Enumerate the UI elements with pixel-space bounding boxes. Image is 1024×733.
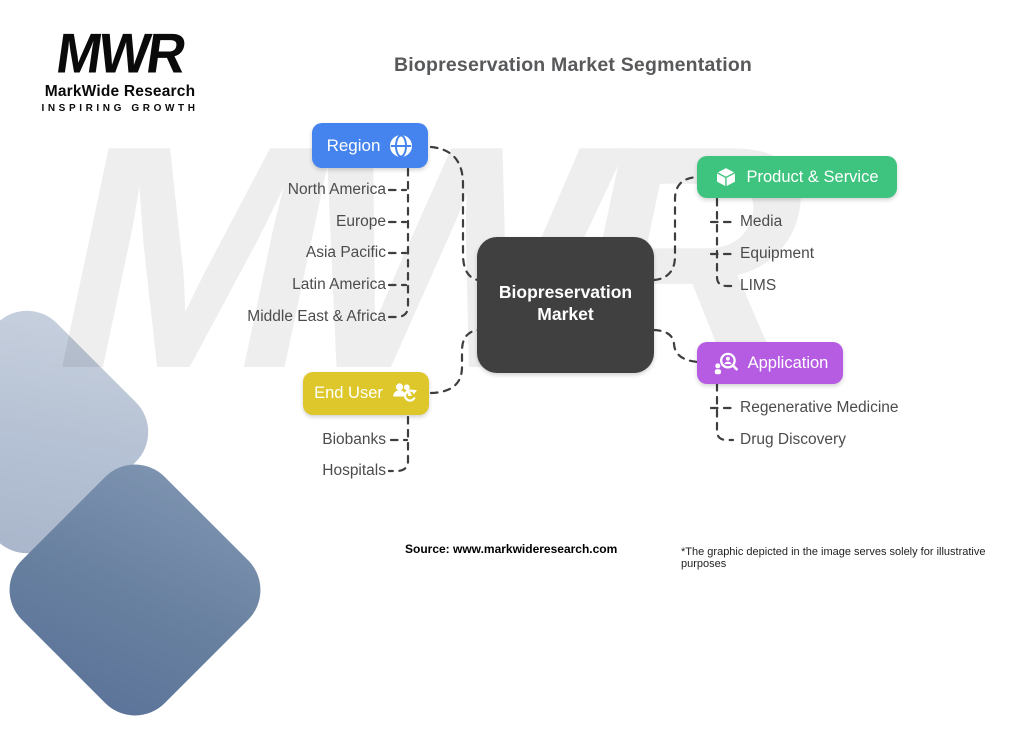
person-magnifier-icon xyxy=(714,352,738,374)
branch-node-region: Region xyxy=(312,123,428,168)
logo-company-name: MarkWide Research xyxy=(44,83,196,100)
source-text: Source: www.markwideresearch.com xyxy=(405,542,618,556)
connector-lines xyxy=(387,145,735,473)
product-item-media: Media xyxy=(740,213,783,230)
cube-icon xyxy=(715,166,738,188)
region-label: Region xyxy=(326,135,381,155)
central-node-label: Biopreservation Market xyxy=(498,282,633,324)
region-item-latin-america: Latin America xyxy=(292,276,386,293)
disclaimer-text: *The graphic depicted in the image serve… xyxy=(681,546,986,570)
application-label: Application xyxy=(747,353,829,372)
globe-icon xyxy=(390,134,413,157)
region-item-middle-east-africa: Middle East & Africa xyxy=(247,308,386,325)
product-service-label: Product & Service xyxy=(746,167,879,186)
region-item-north-america: North America xyxy=(287,181,386,198)
region-item-asia-pacific: Asia Pacific xyxy=(305,244,386,261)
product-item-equipment: Equipment xyxy=(740,245,815,262)
end-user-item-hospitals: Hospitals xyxy=(322,462,386,479)
region-item-europe: Europe xyxy=(336,213,386,230)
branch-node-end-user: End User xyxy=(303,372,429,415)
application-item-regenerative-medicine: Regenerative Medicine xyxy=(740,399,899,416)
logo-tagline: INSPIRING GROWTH xyxy=(41,103,199,114)
page-title: Biopreservation Market Segmentation xyxy=(393,54,753,76)
central-node-biopreservation-market: Biopreservation Market xyxy=(477,237,654,373)
branch-node-application: Application xyxy=(697,342,843,384)
application-item-drug-discovery: Drug Discovery xyxy=(740,431,846,448)
branch-node-product-service: Product & Service xyxy=(697,156,897,198)
end-user-label: End User xyxy=(314,384,383,402)
users-refresh-icon xyxy=(393,382,417,402)
end-user-item-biobanks: Biobanks xyxy=(322,431,386,448)
markwide-logo: MWR MarkWide Research INSPIRING GROWTH xyxy=(36,23,204,114)
product-item-lims: LIMS xyxy=(740,277,777,294)
